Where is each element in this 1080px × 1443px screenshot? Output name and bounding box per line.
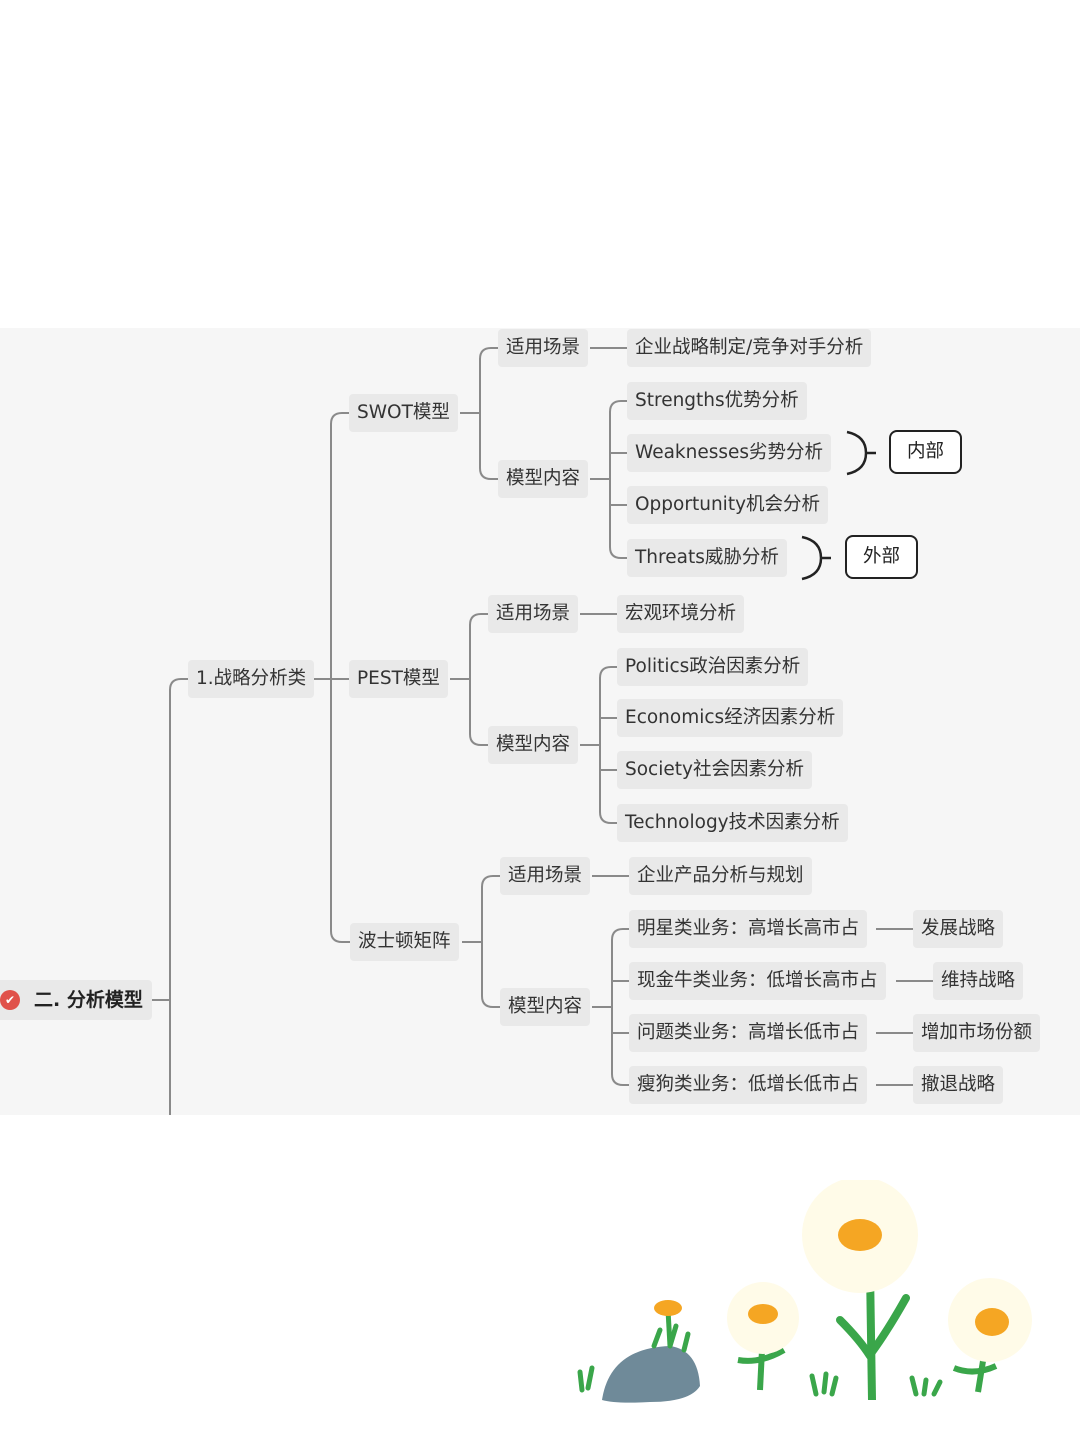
pest-item[interactable]: Politics政治因素分析 (617, 648, 809, 686)
marker-icon: ✔ (0, 990, 20, 1010)
flower-decoration (577, 1180, 1032, 1403)
bcg-strategy[interactable]: 撤退战略 (913, 1066, 1004, 1104)
swot-content-label[interactable]: 模型内容 (498, 460, 589, 498)
pest-scenario-label[interactable]: 适用场景 (488, 595, 579, 633)
swot-item[interactable]: Strengths优势分析 (627, 382, 807, 420)
root-node[interactable]: ✔ 二. 分析模型 (0, 980, 152, 1020)
model-swot[interactable]: SWOT模型 (349, 394, 458, 432)
bcg-item[interactable]: 问题类业务：高增长低市占 (629, 1014, 868, 1052)
group-tag-internal[interactable]: 内部 (889, 430, 963, 474)
pest-content-label[interactable]: 模型内容 (488, 726, 579, 764)
model-pest[interactable]: PEST模型 (349, 660, 448, 698)
bcg-content-label[interactable]: 模型内容 (500, 988, 591, 1026)
bcg-strategy[interactable]: 增加市场份额 (913, 1014, 1041, 1052)
pest-scenario[interactable]: 宏观环境分析 (617, 595, 745, 633)
pest-item[interactable]: Technology技术因素分析 (617, 804, 848, 842)
flower-medium-icon (727, 1282, 799, 1391)
bcg-scenario[interactable]: 企业产品分析与规划 (629, 857, 812, 895)
swot-item[interactable]: Weaknesses劣势分析 (627, 434, 832, 472)
bcg-item[interactable]: 现金牛类业务：低增长高市占 (629, 962, 886, 1000)
root-label: 二. 分析模型 (34, 989, 143, 1011)
bcg-scenario-label[interactable]: 适用场景 (500, 857, 591, 895)
bcg-strategy[interactable]: 发展战略 (913, 910, 1004, 948)
swot-item[interactable]: Opportunity机会分析 (627, 486, 829, 524)
flower-right-icon (948, 1278, 1032, 1393)
model-bcg[interactable]: 波士顿矩阵 (350, 923, 459, 961)
flower-small-icon (654, 1300, 682, 1347)
category-node[interactable]: 1.战略分析类 (188, 660, 315, 698)
bcg-item[interactable]: 明星类业务：高增长高市占 (629, 910, 868, 948)
bcg-item[interactable]: 瘦狗类业务：低增长低市占 (629, 1066, 868, 1104)
group-tag-external[interactable]: 外部 (845, 535, 919, 579)
swot-scenario-label[interactable]: 适用场景 (498, 329, 589, 367)
rock-icon (602, 1346, 700, 1403)
pest-item[interactable]: Economics经济因素分析 (617, 699, 844, 737)
bcg-strategy[interactable]: 维持战略 (933, 962, 1024, 1000)
swot-scenario[interactable]: 企业战略制定/竞争对手分析 (627, 329, 872, 367)
flower-large-icon (802, 1180, 918, 1401)
swot-item[interactable]: Threats威胁分析 (627, 539, 787, 577)
pest-item[interactable]: Society社会因素分析 (617, 751, 812, 789)
